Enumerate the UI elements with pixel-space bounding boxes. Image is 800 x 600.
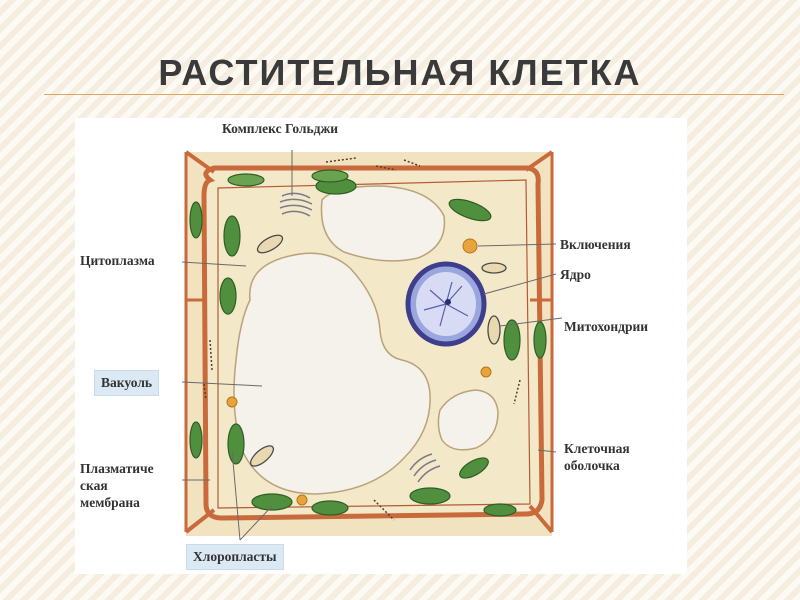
golgi-shape — [279, 192, 441, 483]
label-golgi: Комплекс Гольджи — [222, 121, 339, 136]
chloroplasts — [189, 169, 547, 517]
label-inclusions: Включения — [560, 237, 631, 252]
label-plasma-membrane-line3: мембрана — [80, 495, 140, 510]
label-plasma-membrane: Плазматиче ская мембрана — [80, 460, 154, 511]
leader-lines — [181, 150, 563, 541]
label-cell-wall: Клеточная оболочка — [564, 440, 630, 474]
label-cytoplasm: Цитоплазма — [80, 253, 155, 268]
label-mitochondria: Митохондрии — [564, 319, 649, 334]
label-plasma-membrane-line1: Плазматиче — [80, 461, 154, 476]
small-vacuole-right — [437, 389, 499, 451]
label-plasma-membrane-line2: ская — [80, 478, 108, 493]
er-ribosomes — [203, 157, 521, 521]
nucleus-shape — [405, 261, 487, 347]
mitochondria — [249, 234, 507, 467]
label-vacuole: Вакуоль — [94, 370, 160, 396]
small-vacuole-top — [320, 185, 446, 262]
inclusions — [226, 238, 492, 506]
label-cell-wall-line1: Клеточная — [564, 441, 630, 456]
title-divider — [44, 94, 784, 95]
label-nucleus: Ядро — [560, 267, 591, 282]
slide-title: РАСТИТЕЛЬНАЯ КЛЕТКА — [158, 52, 642, 93]
label-chloroplasts: Хлоропласты — [186, 544, 284, 570]
label-cell-wall-line2: оболочка — [564, 458, 620, 473]
